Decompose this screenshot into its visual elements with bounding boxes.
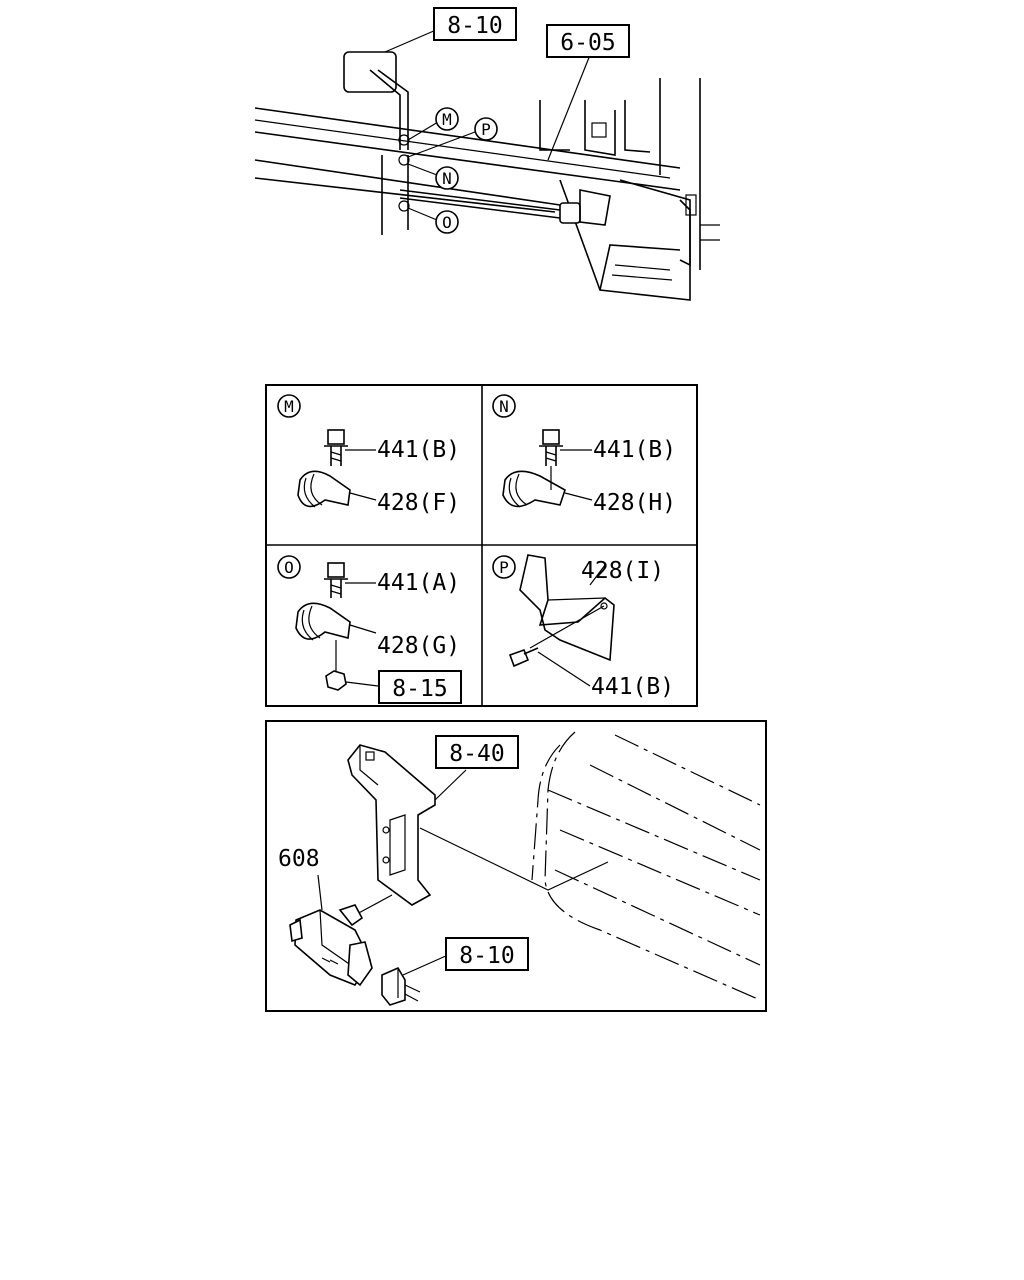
ref-box-connector: [445, 937, 529, 971]
ref-seat-label: 8-10: [447, 13, 502, 39]
connector-ref-label: 8-10: [459, 943, 514, 969]
callout-p: P: [474, 117, 498, 141]
callout-p-letter: P: [481, 120, 491, 139]
detail-m-bolt-label: 441(B): [377, 437, 460, 463]
detail-n-letter: N: [499, 397, 509, 416]
callout-o-letter: O: [442, 213, 452, 232]
detail-n: N 441(B) 428(H): [492, 394, 676, 516]
top-assembly-view: 8-10 6-05 M P N O: [254, 7, 720, 301]
detail-o-nut-ref: 8-15: [392, 676, 447, 702]
ref-box-seat: [433, 7, 517, 41]
callout-o: O: [435, 210, 459, 234]
detail-p-bolt-label: 441(B): [591, 674, 674, 700]
ref-box-nut: [378, 670, 462, 704]
callout-n: N: [435, 166, 459, 190]
ref-box-frame: [546, 24, 630, 58]
callout-m-letter: M: [442, 110, 452, 129]
detail-o-letter: O: [284, 558, 294, 577]
detail-o: O 441(A) 428(G) 8-15: [277, 555, 462, 704]
detail-o-bolt-label: 441(A): [377, 570, 460, 596]
detail-p-letter: P: [499, 558, 509, 577]
callout-n-letter: N: [442, 169, 452, 188]
detail-m-letter: M: [284, 397, 294, 416]
callout-m: M: [435, 107, 459, 131]
detail-p-bracket-label: 428(I): [581, 558, 664, 584]
ref-box-bracket: [435, 735, 519, 769]
detail-m: M 441(B) 428(F): [277, 394, 460, 516]
detail-o-clip-label: 428(G): [377, 633, 460, 659]
detail-n-bolt-label: 441(B): [593, 437, 676, 463]
sensor-part-label: 608: [278, 846, 320, 872]
bottom-assembly-view: 8-40 608 8-10: [265, 720, 767, 1012]
ref-frame-label: 6-05: [560, 30, 615, 56]
detail-p: P 428(I) 441(B): [492, 554, 674, 700]
detail-m-clip-label: 428(F): [377, 490, 460, 516]
detail-grid: M 441(B) 428(F) N 44: [265, 384, 698, 707]
detail-n-clip-label: 428(H): [593, 490, 676, 516]
bracket-ref-label: 8-40: [449, 741, 504, 767]
